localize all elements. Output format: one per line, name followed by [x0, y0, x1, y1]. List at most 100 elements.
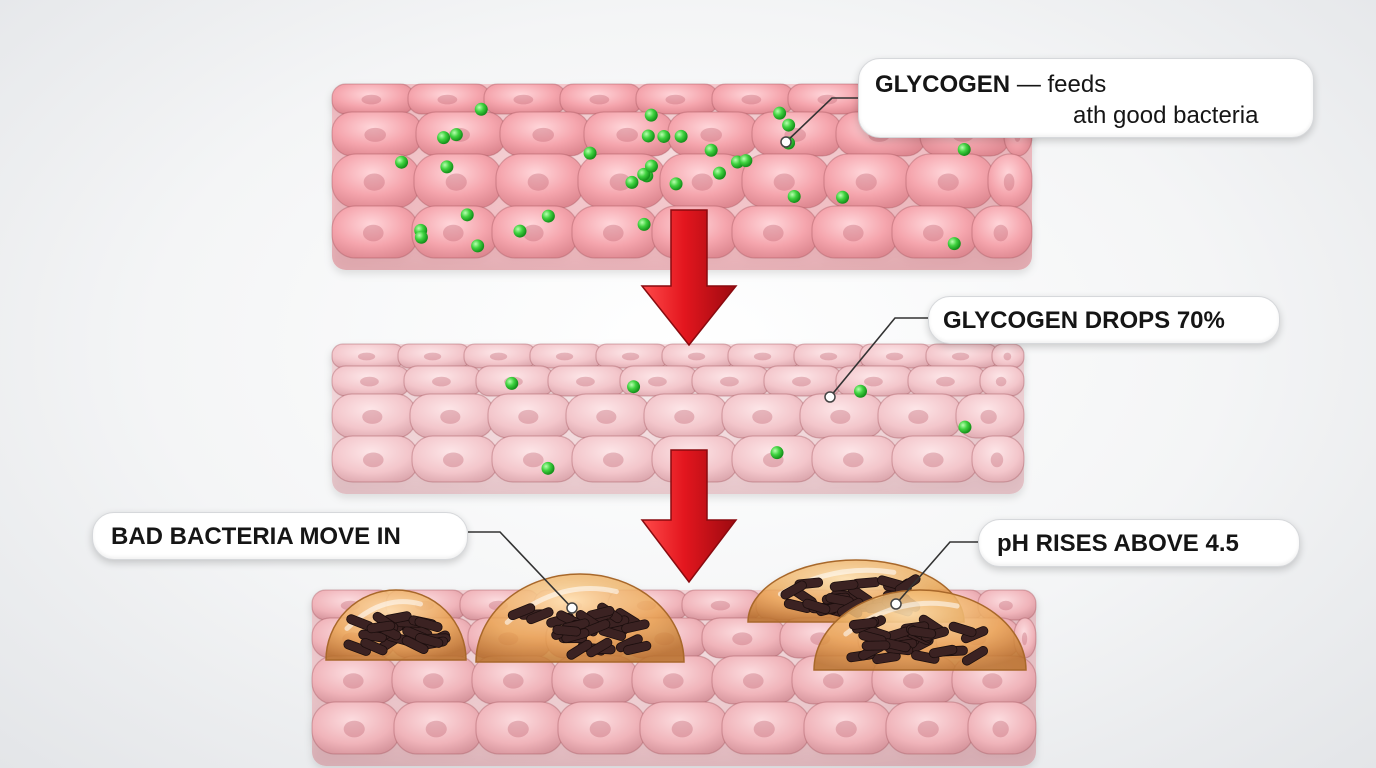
glycogen-granule: [644, 108, 658, 122]
callout-leaders: [468, 97, 978, 609]
cell-nucleus: [842, 224, 864, 242]
cell-nucleus: [602, 452, 624, 468]
rod-bacterium: [948, 621, 977, 638]
cell-nucleus: [732, 632, 753, 646]
glycogen-granule: [440, 160, 454, 174]
glycogen-drop-callout: GLYCOGEN DROPS 70%: [928, 296, 1280, 344]
glycogen-granule: [414, 230, 428, 244]
cell-nucleus: [1003, 173, 1015, 191]
cell-nucleus: [822, 673, 844, 689]
cell-nucleus: [442, 452, 464, 468]
cell-nucleus: [990, 452, 1004, 468]
cell-nucleus: [489, 352, 508, 361]
cell-nucleus: [609, 173, 631, 191]
cell-nucleus: [361, 94, 382, 105]
glycogen-granule: [947, 237, 961, 251]
cell-nucleus: [674, 409, 695, 424]
glycogen-title: GLYCOGEN: [875, 71, 1011, 98]
glycogen-callout: GLYCOGEN — feeds ath good bacteria: [858, 58, 1314, 138]
cell-nucleus: [842, 452, 864, 468]
glycogen-granule: [669, 177, 683, 191]
cell-nucleus: [1003, 352, 1012, 361]
glycogen-granule: [637, 217, 651, 231]
rod-bacterium: [526, 607, 554, 625]
cell-nucleus: [773, 173, 795, 191]
glycogen-granule: [513, 224, 527, 238]
rod-bacterium: [586, 637, 613, 658]
glycogen-granule: [782, 118, 796, 132]
cell-nucleus: [582, 673, 604, 689]
cell-nucleus: [532, 127, 554, 142]
rod-bacterium: [343, 639, 372, 656]
down-arrow-icon: [640, 449, 738, 584]
rod-bacterium: [829, 579, 859, 592]
cell-nucleus: [437, 94, 458, 105]
glycogen-granule: [641, 129, 655, 143]
glycogen-granule: [836, 190, 850, 204]
glycogen-granule: [674, 129, 688, 143]
cell-nucleus: [742, 673, 764, 689]
glycogen-granule: [437, 131, 451, 145]
cell-nucleus: [648, 376, 667, 387]
cell-nucleus: [357, 352, 376, 361]
glycogen-granule: [704, 143, 718, 157]
cell-nucleus: [432, 376, 451, 387]
cell-nucleus: [995, 376, 1007, 387]
glycogen-granule: [712, 166, 726, 180]
cell-nucleus: [425, 720, 447, 738]
down-arrow-icon: [640, 209, 738, 347]
cell-nucleus: [922, 224, 944, 242]
cell-nucleus: [992, 720, 1009, 738]
cell-nucleus: [522, 452, 544, 468]
cell-nucleus: [422, 673, 444, 689]
cell-nucleus: [1021, 632, 1028, 646]
ph-callout: pH RISES ABOVE 4.5: [978, 519, 1300, 567]
glycogen-granule: [541, 461, 555, 475]
bad-bacteria-label: BAD BACTERIA MOVE IN: [111, 523, 401, 550]
cell-nucleus: [752, 409, 773, 424]
rod-bacterium: [928, 644, 958, 659]
cell-nucleus: [445, 173, 467, 191]
infected-tissue-layer: [311, 559, 1037, 766]
rod-bacterium: [552, 624, 582, 637]
rod-bacterium: [507, 603, 536, 621]
cell-nucleus: [998, 600, 1013, 611]
glycogen-granule: [853, 384, 867, 398]
cell-nucleus: [982, 673, 1003, 689]
cell-nucleus: [902, 673, 924, 689]
rod-bacterium: [861, 640, 891, 651]
rod-bacterium: [621, 619, 650, 634]
cell-nucleus: [440, 409, 461, 424]
glycogen-granule: [541, 209, 555, 223]
rod-bacterium: [961, 646, 989, 666]
cell-nucleus: [589, 720, 611, 738]
glycogen-granule: [770, 446, 784, 460]
cell-nucleus: [616, 127, 638, 142]
cell-nucleus: [363, 173, 385, 191]
cell-nucleus: [662, 673, 684, 689]
cell-nucleus: [423, 352, 442, 361]
rod-bacterium: [802, 598, 831, 615]
cell-nucleus: [830, 409, 851, 424]
cell-nucleus: [835, 720, 857, 738]
ph-label: pH RISES ABOVE 4.5: [997, 530, 1239, 557]
cell-nucleus: [855, 173, 877, 191]
glycogen-granule: [637, 167, 651, 181]
cell-nucleus: [364, 127, 387, 142]
cell-nucleus: [671, 720, 693, 738]
cell-nucleus: [362, 452, 384, 468]
rod-bacterium: [366, 620, 396, 634]
cell-nucleus: [980, 409, 997, 424]
cell-nucleus: [576, 376, 595, 387]
cell-nucleus: [700, 127, 722, 142]
rod-bacterium: [848, 617, 878, 630]
cell-nucleus: [864, 376, 883, 387]
glycogen-granule: [739, 154, 753, 168]
cell-nucleus: [362, 409, 383, 424]
cell-nucleus: [362, 224, 384, 242]
glycogen-granule: [505, 376, 519, 390]
rod-bacterium: [415, 633, 444, 648]
cell-nucleus: [596, 409, 617, 424]
cell-nucleus: [885, 352, 904, 361]
